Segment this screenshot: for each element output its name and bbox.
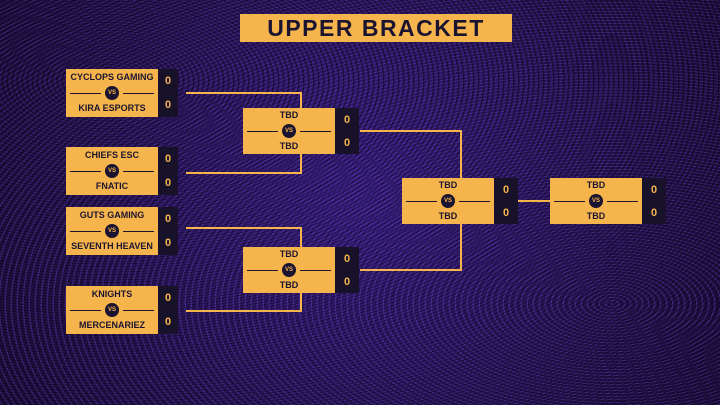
match-card: KNIGHTS VS MERCENARIEZ	[66, 286, 158, 334]
match-card: GUTS GAMING VS SEVENTH HEAVEN	[66, 207, 158, 255]
score: 0	[164, 237, 172, 249]
connector	[460, 130, 462, 178]
match-card: CYCLOPS GAMING VS KIRA ESPORTS	[66, 69, 158, 117]
vs-badge: VS	[105, 164, 119, 178]
score-column: 0 0	[335, 108, 359, 154]
score: 0	[502, 206, 510, 219]
team-name: TBD	[586, 180, 606, 190]
connector	[518, 200, 550, 202]
connector	[186, 92, 302, 94]
team-name: TBD	[279, 141, 299, 151]
score: 0	[164, 213, 172, 225]
match-r1-3[interactable]: GUTS GAMING VS SEVENTH HEAVEN 0 0	[66, 207, 178, 255]
match-card: TBD VS TBD	[550, 178, 642, 224]
team-name: CHIEFS ESC	[84, 150, 139, 160]
match-r1-2[interactable]: CHIEFS ESC VS FNATIC 0 0	[66, 147, 178, 195]
match-r1-4[interactable]: KNIGHTS VS MERCENARIEZ 0 0	[66, 286, 178, 334]
team-name: FNATIC	[95, 181, 129, 191]
match-r1-1[interactable]: CYCLOPS GAMING VS KIRA ESPORTS 0 0	[66, 69, 178, 117]
vs-badge: VS	[589, 194, 603, 208]
score: 0	[164, 292, 172, 304]
connector	[460, 224, 462, 271]
score: 0	[343, 252, 351, 265]
team-name: SEVENTH HEAVEN	[71, 241, 153, 251]
team-name: TBD	[438, 180, 458, 190]
connector	[360, 130, 462, 132]
match-r3-1[interactable]: TBD VS TBD 0 0	[402, 178, 518, 224]
connector	[300, 154, 302, 174]
bracket-title: UPPER BRACKET	[240, 14, 512, 42]
score: 0	[164, 177, 172, 189]
team-name: KIRA ESPORTS	[78, 103, 146, 113]
connector	[300, 227, 302, 247]
score: 0	[650, 206, 658, 219]
connector	[186, 172, 302, 174]
match-card: TBD VS TBD	[243, 247, 335, 293]
vs-badge: VS	[441, 194, 455, 208]
connector	[186, 310, 302, 312]
team-name: TBD	[438, 211, 458, 221]
connector	[300, 292, 302, 312]
score-column: 0 0	[494, 178, 518, 224]
score: 0	[343, 136, 351, 149]
team-name: TBD	[279, 249, 299, 259]
connector	[186, 227, 302, 229]
score: 0	[343, 113, 351, 126]
vs-badge: VS	[105, 86, 119, 100]
team-name: TBD	[586, 211, 606, 221]
match-r2-1[interactable]: TBD VS TBD 0 0	[243, 108, 359, 154]
match-card: CHIEFS ESC VS FNATIC	[66, 147, 158, 195]
score-column: 0 0	[158, 69, 178, 117]
connector	[360, 269, 462, 271]
connector	[300, 92, 302, 108]
score: 0	[164, 75, 172, 87]
team-name: TBD	[279, 110, 299, 120]
score: 0	[164, 316, 172, 328]
match-r4-1[interactable]: TBD VS TBD 0 0	[550, 178, 666, 224]
team-name: MERCENARIEZ	[78, 320, 145, 330]
score: 0	[164, 153, 172, 165]
match-r2-2[interactable]: TBD VS TBD 0 0	[243, 247, 359, 293]
score-column: 0 0	[158, 286, 178, 334]
team-name: CYCLOPS GAMING	[70, 72, 154, 82]
team-name: KNIGHTS	[91, 289, 133, 299]
team-name: TBD	[279, 280, 299, 290]
vs-badge: VS	[105, 303, 119, 317]
score-column: 0 0	[158, 147, 178, 195]
score-column: 0 0	[642, 178, 666, 224]
score: 0	[502, 183, 510, 196]
score: 0	[164, 99, 172, 111]
score-column: 0 0	[335, 247, 359, 293]
score: 0	[343, 275, 351, 288]
vs-badge: VS	[105, 224, 119, 238]
match-card: TBD VS TBD	[402, 178, 494, 224]
vs-badge: VS	[282, 124, 296, 138]
team-name: GUTS GAMING	[79, 210, 145, 220]
match-card: TBD VS TBD	[243, 108, 335, 154]
vs-badge: VS	[282, 263, 296, 277]
score-column: 0 0	[158, 207, 178, 255]
score: 0	[650, 183, 658, 196]
